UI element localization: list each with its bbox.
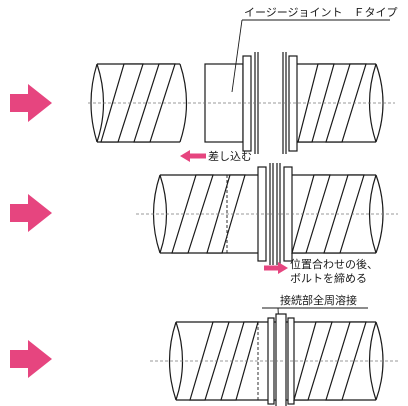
insert-arrow [180,150,206,162]
align-label-line1: 位置合わせの後、 [290,257,378,271]
weld-label: 接続部全周溶接 [280,293,357,307]
insert-label: 差し込む [208,149,252,163]
joint-type-label: イージージョイント Ｆタイプ [244,6,398,19]
joint-label-leader [231,19,390,93]
step-2: 位置合わせの後、 ボルトを締める [10,163,398,285]
step-2-arrow [10,194,52,232]
tighten-arrow [264,262,288,274]
step-1-arrow [10,84,52,122]
step-3-arrow [10,340,52,378]
step-3: 接続部全周溶接 [10,293,398,406]
step-1: イージージョイント Ｆタイプ 差し込む [10,6,398,163]
align-label-line2: ボルトを締める [290,271,367,285]
welded-pipe-assembly [168,313,384,406]
